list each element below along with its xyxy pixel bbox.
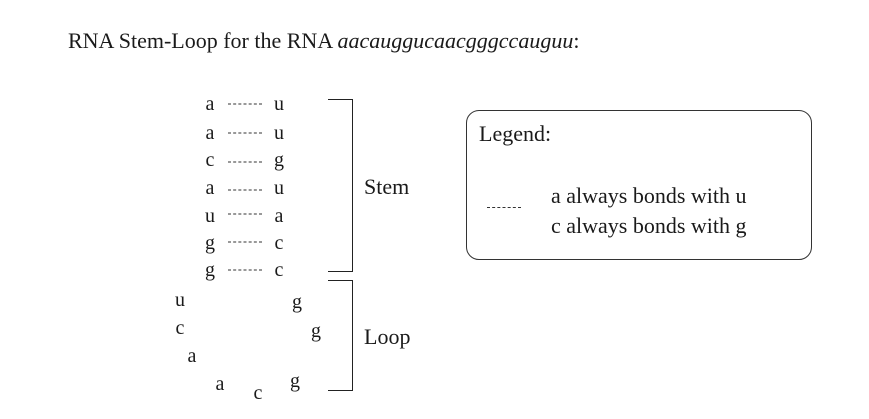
stem-left-base: u xyxy=(205,205,215,227)
stem-left-base: a xyxy=(205,93,215,115)
legend-box: Legend: a always bonds with u c always b… xyxy=(466,110,812,260)
stem-left-base: c xyxy=(205,149,215,171)
stem-left-base: a xyxy=(205,177,215,199)
bond-dash xyxy=(228,269,262,271)
bond-dash xyxy=(228,103,262,105)
loop-base: g xyxy=(290,370,300,392)
legend-title: Legend: xyxy=(479,121,552,146)
stem-right-base: u xyxy=(274,122,284,144)
loop-base: u xyxy=(175,289,185,311)
stem-left-base: g xyxy=(205,232,215,254)
legend-rule-cg: c always bonds with g xyxy=(551,213,747,238)
stem-right-base: c xyxy=(274,232,284,254)
stem-right-base: c xyxy=(274,259,284,281)
bond-dash xyxy=(228,241,262,243)
loop-base: a xyxy=(215,373,225,395)
loop-base: g xyxy=(311,320,321,342)
page-title: RNA Stem-Loop for the RNA aacauggucaacgg… xyxy=(68,28,579,54)
legend-dash xyxy=(487,207,521,208)
loop-bracket xyxy=(328,280,353,391)
bond-dash xyxy=(228,213,262,215)
loop-base: g xyxy=(292,291,302,313)
bond-dash xyxy=(228,132,262,134)
loop-base: c xyxy=(253,382,263,404)
stem-left-base: g xyxy=(205,259,215,281)
loop-label: Loop xyxy=(364,324,411,349)
stem-right-base: u xyxy=(274,93,284,115)
bond-dash xyxy=(228,161,262,163)
stem-right-base: g xyxy=(274,149,284,171)
stem-right-base: u xyxy=(274,177,284,199)
stem-right-base: a xyxy=(274,205,284,227)
stem-bracket xyxy=(328,99,353,272)
legend-rule-au: a always bonds with u xyxy=(551,183,747,208)
stem-label: Stem xyxy=(364,174,410,199)
loop-base: c xyxy=(175,317,185,339)
loop-base: a xyxy=(187,345,197,367)
title-prefix: RNA Stem-Loop for the RNA xyxy=(68,28,338,53)
title-sequence: aacauggucaacgggccauguu xyxy=(337,28,574,53)
bond-dash xyxy=(228,189,262,191)
title-suffix: : xyxy=(573,28,580,53)
stem-left-base: a xyxy=(205,122,215,144)
